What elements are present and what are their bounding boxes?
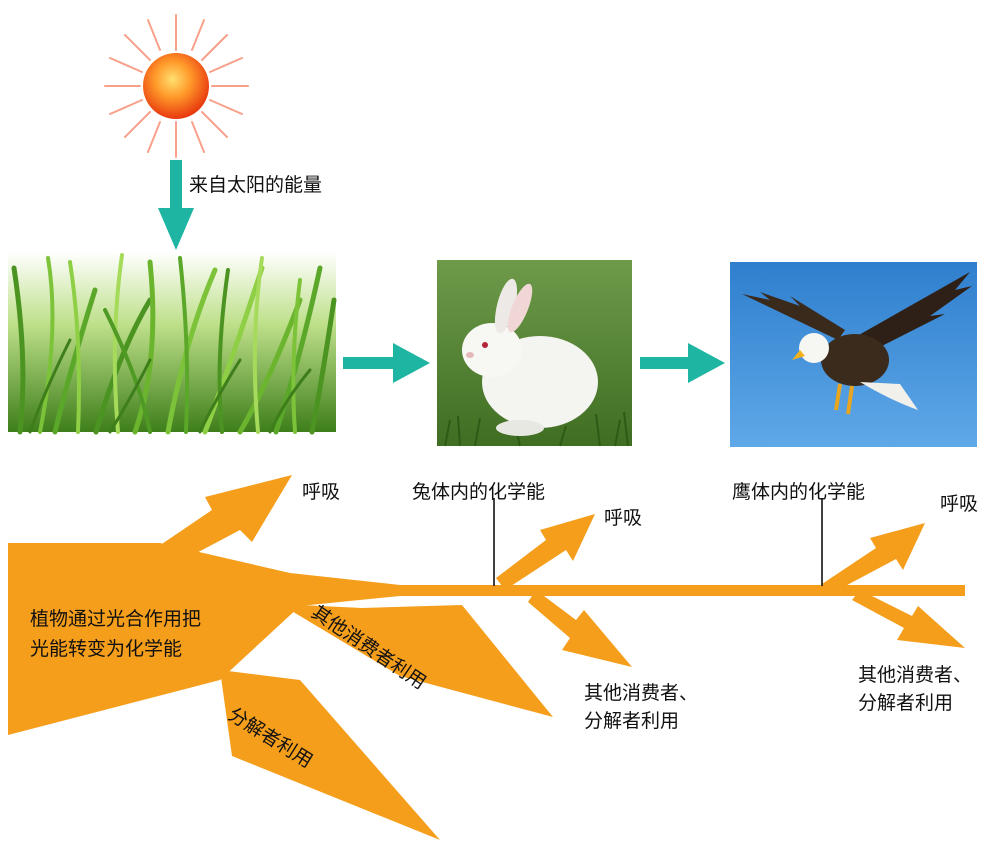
energy-flow-shape	[8, 475, 965, 840]
rabbit-chem-energy-label: 兔体内的化学能	[412, 481, 546, 503]
pointer-lines	[493, 498, 823, 586]
sun-energy-label: 来自太阳的能量	[189, 174, 323, 196]
rabbit-respiration-label: 呼吸	[604, 507, 643, 529]
plant-photosynthesis-label: 植物通过光合作用把光能转变为化学能	[30, 608, 202, 661]
eagle-respiration-label: 呼吸	[940, 493, 979, 515]
sun-to-plant-arrow	[158, 160, 194, 250]
eagle-consumers-decomposers-label: 其他消费者、分解者利用	[858, 664, 973, 714]
eagle-photo	[730, 262, 977, 447]
rabbit-photo	[437, 260, 632, 447]
rabbit-consumers-decomposers-label: 其他消费者、分解者利用	[584, 682, 699, 732]
eagle-chem-energy-label: 鹰体内的化学能	[732, 481, 866, 503]
plant-respiration-label: 呼吸	[302, 481, 341, 503]
rabbit-to-eagle-arrow	[640, 343, 725, 383]
plant-to-rabbit-arrow	[343, 343, 430, 383]
grass-photo	[8, 252, 337, 435]
sun-icon	[104, 14, 249, 158]
